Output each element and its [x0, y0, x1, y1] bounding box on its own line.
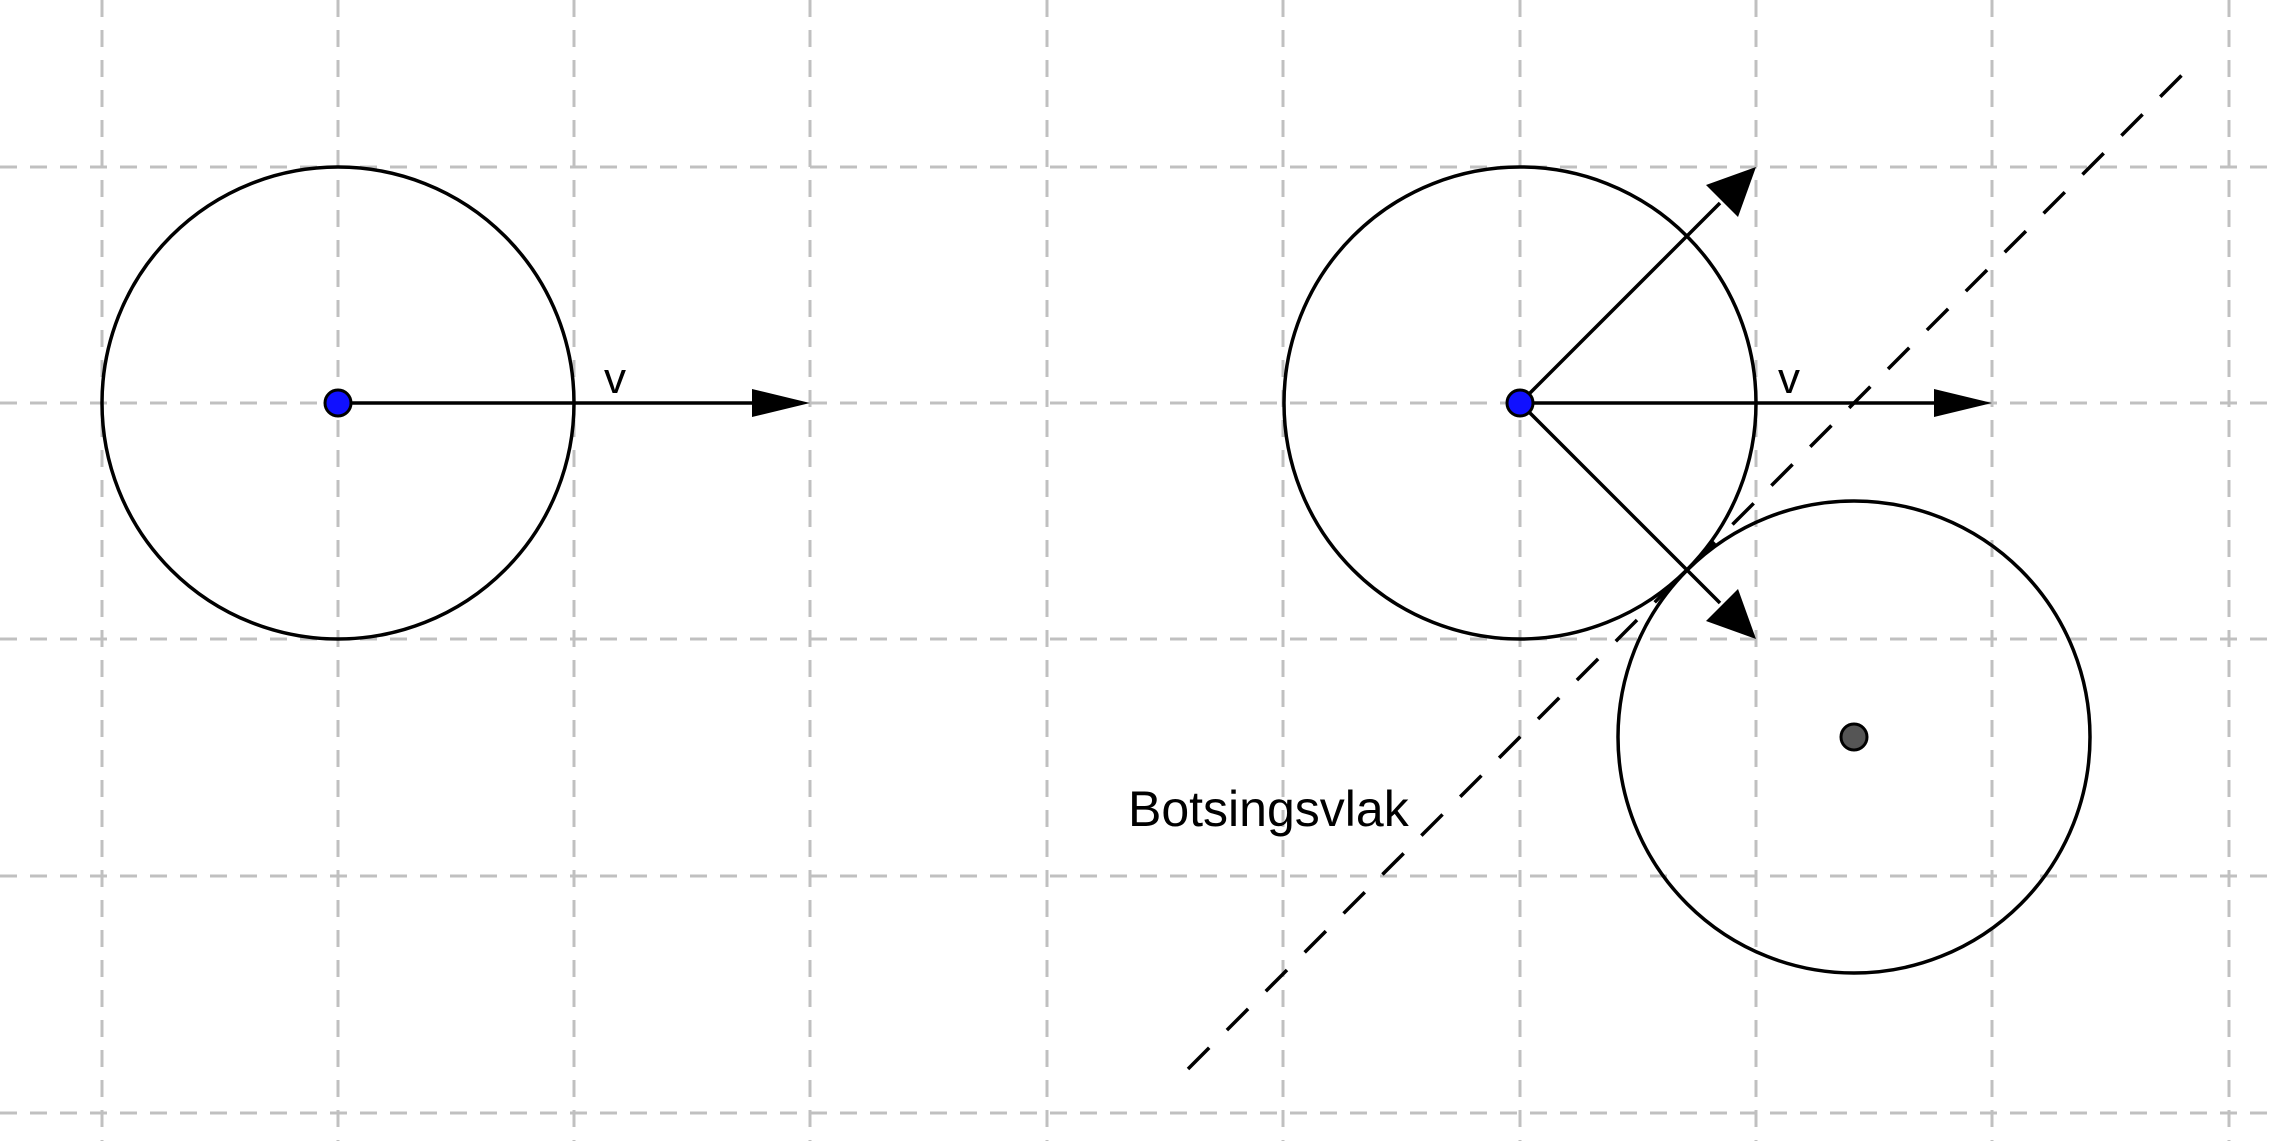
parallel-component-arrowhead	[1706, 167, 1756, 217]
right-panel: v Botsingsvlak	[1128, 67, 2190, 1071]
collision-plane-label: Botsingsvlak	[1128, 781, 1410, 837]
left-panel: v	[100, 165, 810, 641]
normal-component-vector	[1518, 401, 1722, 605]
collision-plane-line	[1186, 67, 2190, 1071]
target-ball	[1616, 499, 2092, 975]
velocity-label-left: v	[604, 354, 626, 403]
parallel-component-vector	[1518, 201, 1722, 405]
velocity-label-right: v	[1778, 354, 1800, 403]
moving-ball-center-right	[1505, 388, 1535, 418]
normal-component-arrowhead	[1706, 589, 1756, 639]
target-ball-center	[1839, 722, 1869, 752]
velocity-arrowhead-left	[752, 389, 810, 417]
moving-ball-center-left	[323, 388, 353, 418]
velocity-arrowhead-right	[1934, 389, 1992, 417]
